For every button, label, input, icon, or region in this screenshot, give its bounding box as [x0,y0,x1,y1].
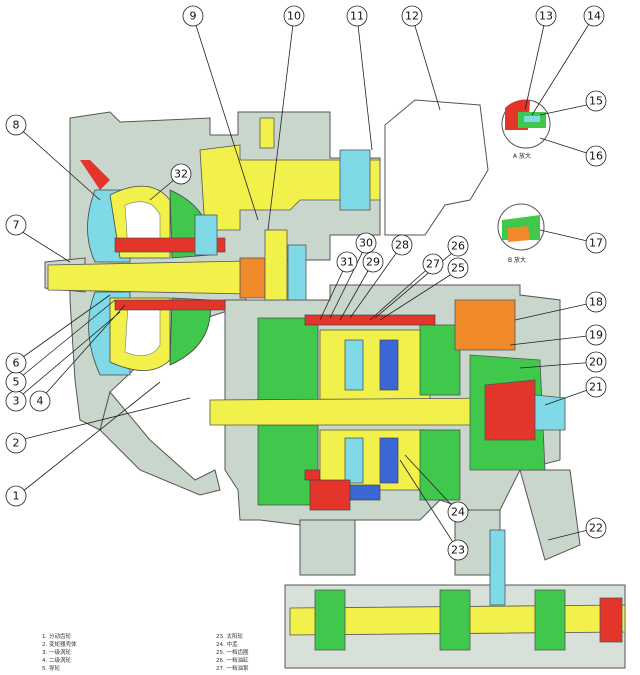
legend-item: 2. 变矩器壳体 [42,640,77,648]
callout-2: 2 [5,432,27,454]
svg-text:29: 29 [366,256,380,269]
leader-lines [15,15,597,551]
svg-text:23: 23 [451,544,465,557]
callout-5: 5 [5,371,27,393]
legend-item: 27. 一档油泵 [216,664,249,672]
callout-10: 10 [283,5,305,27]
svg-text:9: 9 [190,10,197,23]
detail-a: A 放大 [501,99,551,160]
svg-text:21: 21 [589,381,603,394]
callout-14: 14 [583,5,605,27]
svg-text:10: 10 [287,10,301,23]
callouts: 1 2 3 4 5 6 7 8 9 10 11 12 13 14 15 16 1… [5,5,607,561]
svg-text:4: 4 [37,395,44,408]
torque-converter [80,160,226,376]
input-shaft [47,229,307,301]
svg-text:28: 28 [395,239,409,252]
detail-b-label: B 放大 [508,256,526,264]
svg-text:20: 20 [589,356,603,369]
callout-1: 1 [5,485,27,507]
callout-4: 4 [29,390,51,412]
callout-18: 18 [585,291,607,313]
callout-9: 9 [182,5,204,27]
legend-item: 26. 一档油缸 [216,656,249,664]
legend-item: 1. 分动齿轮 [42,632,71,640]
callout-32: 32 [170,163,192,185]
svg-text:25: 25 [451,262,465,275]
svg-text:27: 27 [426,258,440,271]
svg-text:19: 19 [589,329,603,342]
callout-24: 24 [447,501,469,523]
svg-text:14: 14 [587,10,601,23]
svg-text:13: 13 [539,10,553,23]
svg-text:11: 11 [350,10,364,23]
callout-13: 13 [535,5,557,27]
svg-text:22: 22 [589,522,603,535]
legend-item: 24. 中孟 [216,640,238,648]
callout-15: 15 [585,90,607,112]
svg-text:26: 26 [451,240,465,253]
legend-item: 5. 导轮 [42,664,60,672]
svg-text:31: 31 [340,256,354,269]
callout-8: 8 [5,114,27,136]
lower-shaft [289,529,626,651]
detail-b: B 放大 [497,203,545,264]
svg-text:3: 3 [13,395,20,408]
output-shaft [209,299,566,471]
callout-29: 29 [362,251,384,273]
callout-3: 3 [5,390,27,412]
callout-16: 16 [585,145,607,167]
callout-12: 12 [401,5,423,27]
callout-22: 22 [585,517,607,539]
callout-25: 25 [447,257,469,279]
svg-text:12: 12 [405,10,419,23]
legend-item: 23. 太阳轮 [216,632,243,640]
callout-23: 23 [447,539,469,561]
svg-text:24: 24 [451,506,465,519]
svg-text:5: 5 [13,376,20,389]
detail-a-label: A 放大 [513,152,531,160]
svg-text:17: 17 [589,237,603,250]
legend-item: 4. 二级涡轮 [42,656,71,664]
upper-shaft [194,117,381,256]
callout-26: 26 [447,235,469,257]
svg-text:1: 1 [13,490,20,503]
callout-11: 11 [346,5,368,27]
callout-28: 28 [391,234,413,256]
svg-text:6: 6 [13,357,20,370]
legend-item: 3. 一级涡轮 [42,648,71,656]
callout-27: 27 [422,253,444,275]
svg-text:30: 30 [359,237,373,250]
callout-19: 19 [585,324,607,346]
svg-text:18: 18 [589,296,603,309]
callout-21: 21 [585,376,607,398]
legend: 1. 分动齿轮 2. 变矩器壳体 3. 一级涡轮 4. 二级涡轮 5. 导轮 2… [42,632,249,672]
callout-17: 17 [585,232,607,254]
callout-31: 31 [336,251,358,273]
svg-text:7: 7 [13,219,20,232]
svg-text:32: 32 [174,168,188,181]
callout-20: 20 [585,351,607,373]
callout-6: 6 [5,352,27,374]
svg-text:15: 15 [589,95,603,108]
callout-7: 7 [5,214,27,236]
svg-text:2: 2 [13,437,20,450]
svg-text:8: 8 [13,119,20,132]
callout-30: 30 [355,232,377,254]
svg-text:16: 16 [589,150,603,163]
legend-item: 25. 一档齿圈 [216,648,249,656]
